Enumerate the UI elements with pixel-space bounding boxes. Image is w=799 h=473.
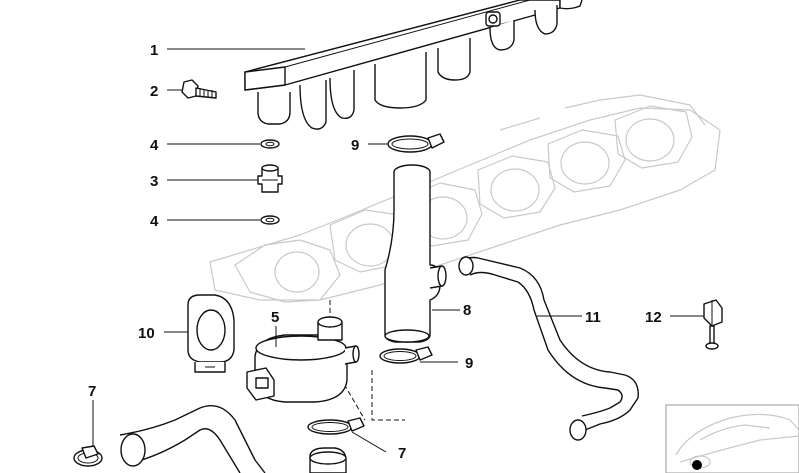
fuel-rail [244, 0, 583, 130]
callout-labels: 1 2 4 3 4 9 8 11 12 10 5 9 7 7 [88, 42, 662, 462]
callout-1: 1 [150, 42, 158, 59]
callout-7-right: 7 [398, 445, 406, 462]
holder-clip [703, 299, 723, 350]
callout-9-lower: 9 [465, 355, 473, 372]
vent-hose [458, 256, 639, 441]
rubber-mount [187, 294, 235, 373]
intake-manifold-ghost [209, 94, 721, 303]
callout-5: 5 [271, 309, 279, 326]
adapter-fitting [257, 164, 283, 193]
callout-8: 8 [463, 302, 471, 319]
callout-11: 11 [585, 309, 601, 326]
callout-2: 2 [150, 83, 158, 100]
vehicle-location-inset [665, 404, 799, 473]
callout-10: 10 [138, 325, 155, 342]
callout-4-upper: 4 [150, 137, 159, 154]
hose-clamp-left [73, 445, 103, 467]
o-ring-lower [260, 215, 280, 225]
bolt [181, 79, 217, 99]
hose-clamp-lower [379, 346, 433, 364]
callout-7-left: 7 [88, 383, 96, 400]
callout-12: 12 [645, 309, 662, 326]
callout-9-upper: 9 [351, 137, 359, 154]
o-ring-upper [260, 139, 280, 149]
idle-control-valve [246, 316, 360, 403]
hose-clamp-right [307, 417, 365, 435]
hose-clamp-upper [387, 133, 445, 153]
leader-lines [92, 48, 704, 453]
intake-pipe [384, 164, 447, 343]
callout-4-lower: 4 [150, 213, 159, 230]
callout-3: 3 [150, 173, 158, 190]
lower-intake-hose [119, 405, 347, 473]
